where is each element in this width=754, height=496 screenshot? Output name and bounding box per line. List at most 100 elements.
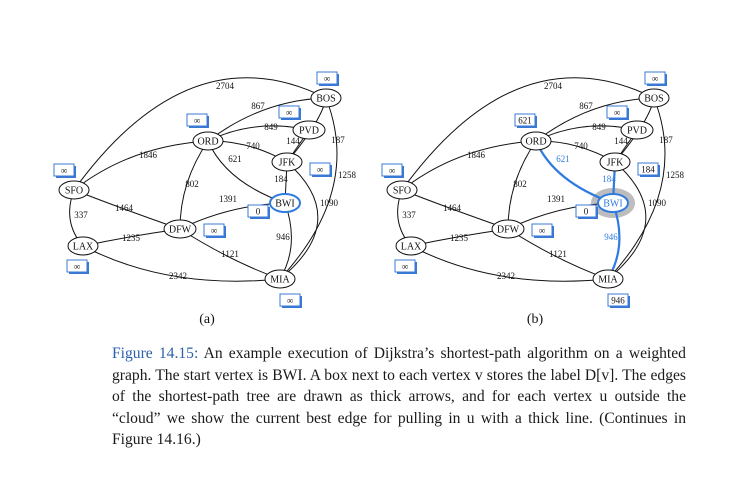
distance-value: 946 (611, 296, 625, 306)
vertex-jfk: JFK (271, 152, 303, 172)
vertex-label: JFK (279, 158, 296, 169)
distance-value: 184 (641, 165, 655, 175)
vertex-label: BOS (644, 94, 663, 105)
edge-weight-label: 621 (228, 154, 242, 164)
edge-weight-label: 337 (74, 210, 88, 220)
distance-value: ∞ (324, 74, 330, 84)
distance-box-mia: 946 (607, 293, 630, 308)
edge-weight-label: 337 (402, 210, 416, 220)
distance-box-mia: ∞ (279, 293, 302, 308)
edge-sfo-bos (73, 77, 327, 191)
edge-weight-label: 144 (286, 136, 300, 146)
edge-weight-label: 867 (251, 101, 265, 111)
edge-jfk-mia (607, 161, 647, 280)
caption-label: Figure 14.15: (112, 345, 199, 362)
edge-weight-label: 1391 (547, 194, 565, 204)
vertex-label: SFO (65, 186, 83, 197)
figure-caption: Figure 14.15: An example execution of Di… (112, 343, 686, 451)
vertex-jfk: JFK (599, 152, 631, 172)
edge-sfo-bos (401, 77, 655, 191)
distance-box-lax: ∞ (394, 259, 417, 274)
vertex-ord: ORD (520, 131, 552, 151)
distance-value: ∞ (61, 166, 67, 176)
vertex-sfo: SFO (386, 180, 418, 200)
distance-box-lax: ∞ (66, 259, 89, 274)
edge-sfo-ord (401, 140, 537, 191)
vertex-label: DFW (497, 225, 520, 236)
edge-weight-label: 1121 (549, 249, 567, 259)
vertex-label: MIA (270, 275, 290, 286)
edge-weight-label: 184 (602, 174, 616, 184)
edge-weight-label: 946 (276, 232, 290, 242)
edge-weight-label: 849 (264, 122, 278, 132)
edge-weight-label: 1464 (115, 203, 134, 213)
edge-bos-mia (279, 97, 338, 280)
edge-weight-label: 187 (659, 135, 673, 145)
distance-value: ∞ (614, 108, 620, 118)
edge-weight-label: 849 (592, 122, 606, 132)
vertex-label: PVD (627, 126, 647, 137)
edge-weight-label: 1235 (450, 233, 469, 243)
distance-box-dfw: ∞ (203, 223, 226, 238)
caption-text: An example execution of Dijkstra’s short… (112, 345, 686, 448)
edge-lax-mia (410, 245, 609, 282)
edge-weight-label: 946 (604, 232, 618, 242)
distance-value: ∞ (539, 226, 545, 236)
edge-weight-label: 2704 (216, 81, 235, 91)
edge-weight-label: 144 (614, 136, 628, 146)
distance-value: ∞ (286, 108, 292, 118)
edge-lax-mia (82, 245, 281, 282)
vertex-pvd: PVD (620, 120, 654, 140)
distance-value: ∞ (317, 165, 323, 175)
edge-weight-label: 740 (246, 141, 260, 151)
vertex-label: SFO (393, 186, 411, 197)
distance-box-bwi: 0 (247, 204, 270, 219)
edge-weight-label: 1846 (467, 150, 486, 160)
distance-box-bos: ∞ (316, 71, 339, 86)
edge-sfo-ord (73, 140, 209, 191)
distance-box-bos: ∞ (644, 71, 667, 86)
vertex-label: BWI (275, 199, 294, 210)
distance-value: 0 (256, 207, 261, 217)
edge-weight-label: 187 (331, 135, 345, 145)
distance-box-bwi: 0 (575, 204, 598, 219)
panel-label: (b) (527, 312, 544, 327)
vertex-label: LAX (73, 242, 94, 253)
distance-value: ∞ (652, 74, 658, 84)
edge-bos-mia (607, 97, 666, 280)
vertex-sfo: SFO (58, 180, 90, 200)
distance-box-sfo: ∞ (381, 163, 404, 178)
distance-value: ∞ (389, 166, 395, 176)
edge-weight-label: 1121 (221, 249, 239, 259)
edge-weight-label: 1258 (666, 170, 685, 180)
edge-weight-label: 1464 (443, 203, 462, 213)
vertex-lax: LAX (67, 236, 99, 256)
distance-box-pvd: ∞ (606, 105, 629, 120)
distance-value: 0 (584, 207, 589, 217)
vertex-ord: ORD (192, 131, 224, 151)
edge-weight-label: 1235 (122, 233, 141, 243)
vertex-dfw: DFW (491, 219, 525, 239)
vertex-lax: LAX (395, 236, 427, 256)
distance-box-pvd: ∞ (278, 105, 301, 120)
edge-weight-label: 2342 (497, 271, 515, 281)
vertex-label: BWI (603, 199, 622, 210)
vertex-label: DFW (169, 225, 192, 236)
edge-weight-label: 184 (274, 174, 288, 184)
vertex-mia: MIA (592, 269, 624, 289)
distance-box-jfk: ∞ (309, 162, 332, 177)
edge-jfk-mia (279, 161, 319, 280)
vertex-label: ORD (197, 137, 218, 148)
distance-box-ord: 621 (514, 113, 537, 128)
vertex-pvd: PVD (292, 120, 326, 140)
distance-box-ord: ∞ (186, 113, 209, 128)
vertex-dfw: DFW (163, 219, 197, 239)
vertex-label: ORD (525, 137, 546, 148)
vertex-bos: BOS (310, 88, 342, 108)
distance-value: ∞ (402, 262, 408, 272)
panel-label: (a) (199, 312, 215, 327)
distance-value: 621 (518, 116, 532, 126)
